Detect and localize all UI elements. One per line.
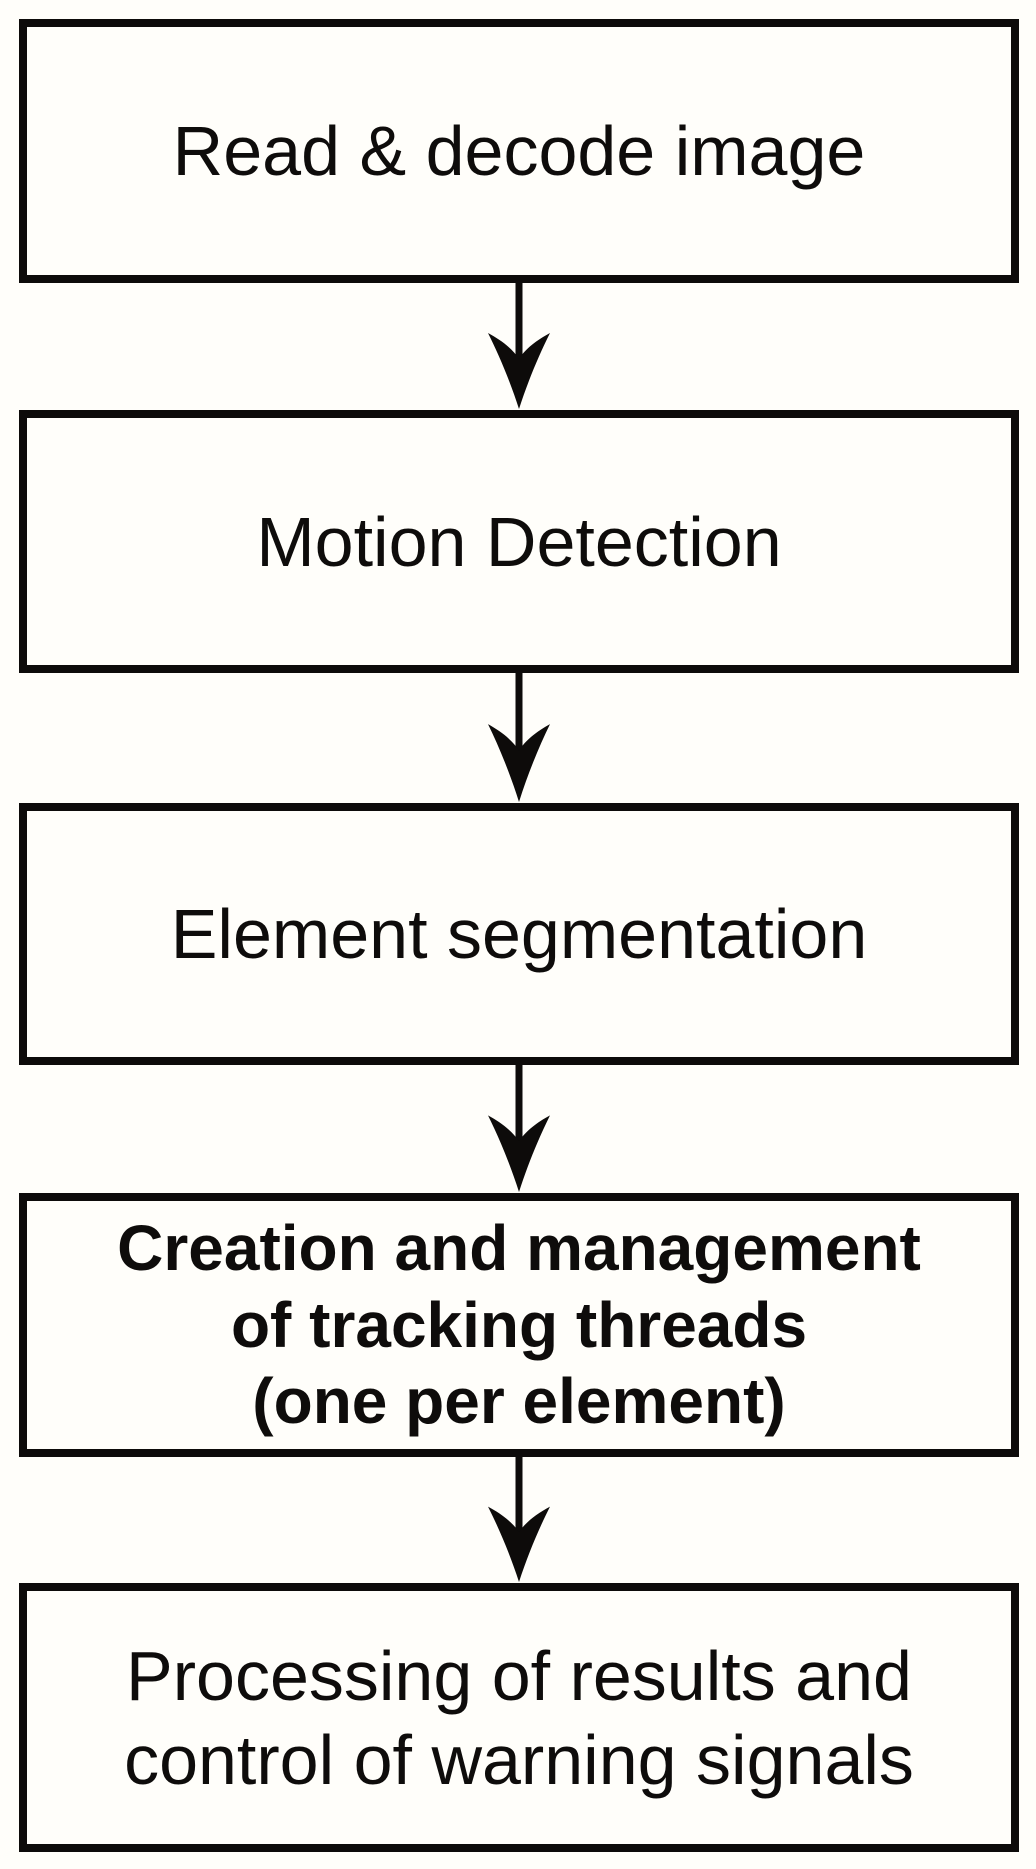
node-label-line: control of warning signals bbox=[124, 1720, 914, 1799]
node-processing-results-warning-signals: Processing of results and control of war… bbox=[19, 1583, 1019, 1852]
flow-arrow-icon bbox=[488, 283, 550, 409]
node-label: Motion Detection bbox=[256, 502, 782, 581]
node-read-decode-image: Read & decode image bbox=[19, 19, 1019, 283]
node-label: Read & decode image bbox=[172, 112, 866, 190]
node-label-line: Creation and management bbox=[117, 1211, 921, 1284]
flow-arrow-icon bbox=[488, 673, 550, 802]
node-creation-management-tracking-threads: Creation and management of tracking thre… bbox=[19, 1193, 1019, 1457]
node-label-line: (one per element) bbox=[252, 1365, 786, 1438]
node-motion-detection: Motion Detection bbox=[19, 410, 1019, 673]
flow-arrow-icon bbox=[488, 1457, 550, 1583]
node-label: Element segmentation bbox=[170, 895, 868, 973]
node-label-line: of tracking threads bbox=[230, 1288, 808, 1361]
node-element-segmentation: Element segmentation bbox=[19, 803, 1019, 1065]
flow-arrow-icon bbox=[488, 1065, 550, 1192]
node-label-line: Processing of results and bbox=[126, 1636, 912, 1715]
